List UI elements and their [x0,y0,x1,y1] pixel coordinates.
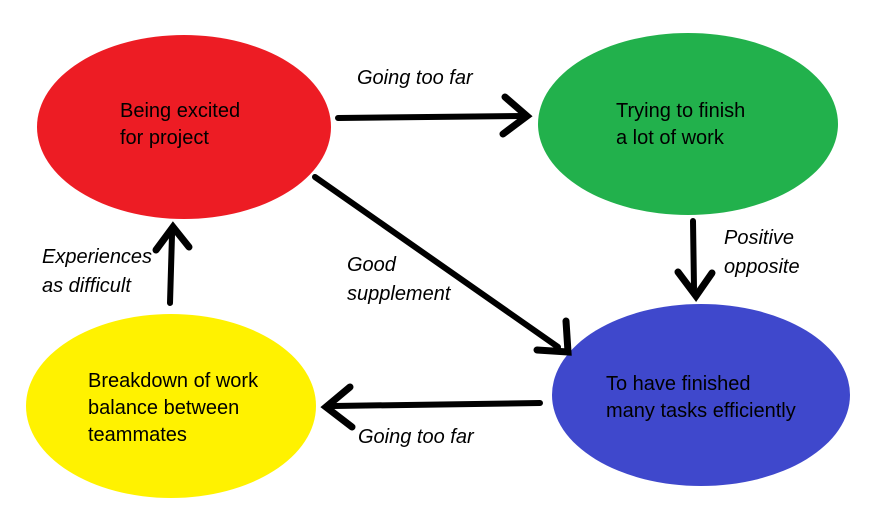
node-label-finished-tasks: To have finished many tasks efficiently [606,373,796,422]
edge-label-going-too-far-top: Going too far [357,67,473,89]
edge-label-experiences-as-difficult: Experiences as difficult [42,246,153,297]
node-label-work-breakdown: Breakdown of work balance between teamma… [88,370,259,446]
node-label-being-excited: Being excited for project [120,100,241,149]
arrow-finished-to-breakdown [320,383,543,431]
arrow-breakdown-to-excited [152,221,193,306]
node-label-trying-to-finish: Trying to finish a lot of work [616,100,746,149]
node-ellipse-being-excited [37,35,331,219]
node-ellipse-trying-to-finish [538,33,838,215]
arrow-being-excited-to-trying [335,93,533,138]
edge-label-positive-opposite: Positive opposite [724,227,800,278]
edge-label-going-too-far-bottom: Going too far [358,426,474,448]
arrow-trying-to-finished [674,218,716,302]
node-ellipse-finished-tasks [552,304,850,486]
edge-label-good-supplement: Good supplement [347,254,451,305]
arrow-being-excited-to-finished [312,174,572,356]
node-ellipse-work-breakdown [26,314,316,498]
